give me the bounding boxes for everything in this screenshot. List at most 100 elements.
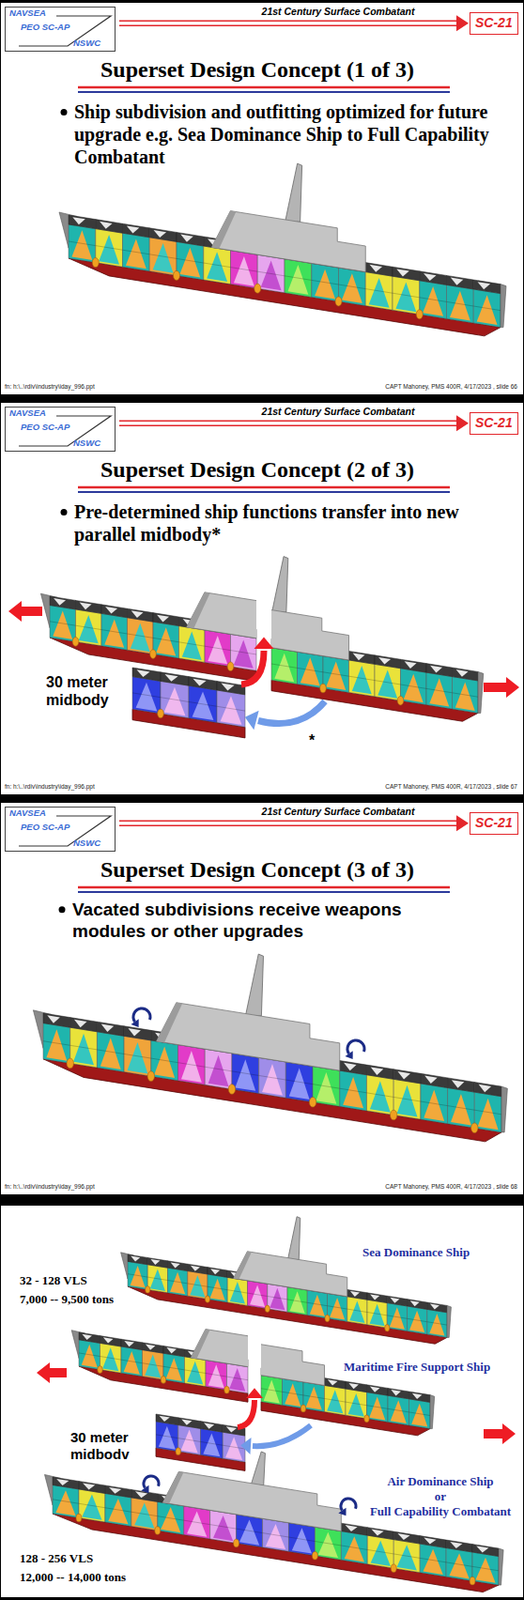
compartment <box>419 280 447 320</box>
deck-marking <box>170 1262 181 1268</box>
deck-marking <box>476 1545 489 1553</box>
compartment-module <box>98 234 120 265</box>
compartment-module <box>292 1527 312 1554</box>
superstructure <box>156 1002 340 1071</box>
ship-name: or <box>365 1489 516 1505</box>
mast <box>245 954 263 1017</box>
compartment <box>153 621 180 659</box>
compartment-module <box>300 657 321 686</box>
deck-marking <box>56 1479 69 1486</box>
deck-level <box>163 1366 185 1371</box>
deck-strip <box>386 1295 407 1307</box>
ship-name: Full Capability Combatant <box>365 1504 516 1520</box>
deck-strip <box>446 1540 473 1553</box>
compartment-module <box>239 1519 260 1545</box>
appendage <box>308 1096 316 1108</box>
appendage <box>204 1295 210 1303</box>
deck-strip <box>101 604 128 618</box>
deck-level <box>204 1066 232 1072</box>
compartment-module <box>422 286 444 317</box>
deck-level <box>392 292 420 298</box>
bullet-text: Pre-determined ship functions transfer i… <box>74 500 507 546</box>
deck-strip <box>367 1293 387 1304</box>
compartment-module <box>411 1403 428 1428</box>
compartment-module <box>477 1098 499 1131</box>
deck-level <box>407 1318 428 1322</box>
compartment <box>231 1053 260 1095</box>
compartment-module <box>181 1430 199 1454</box>
deck-level <box>345 1402 368 1406</box>
compartment <box>95 229 124 268</box>
deck-level <box>284 276 312 281</box>
appendage <box>264 1305 270 1312</box>
compartment <box>312 1066 340 1108</box>
deck-level <box>178 1063 206 1068</box>
deck-marking <box>82 1482 95 1490</box>
deck-strip <box>70 1017 98 1033</box>
compartment-module <box>130 1265 146 1288</box>
spec-text: 7,000 -- 9,500 tons <box>19 1292 114 1308</box>
deck-strip <box>409 1391 432 1403</box>
footer-text: CAPT Mahoney, PMS 400R, 4/17/2023 , slid… <box>282 383 518 391</box>
deck-marking <box>221 683 235 692</box>
deck-strip <box>452 667 479 681</box>
compartment-module <box>230 1281 246 1304</box>
compartment <box>231 633 258 671</box>
deck-strip <box>340 1523 368 1536</box>
deck-strip <box>95 219 124 234</box>
deck-marking <box>343 1063 356 1071</box>
footer-text: fn: h:\..\rdiv\industry\iday_996.ppt <box>4 1183 95 1191</box>
footer-text: fn: h:\..\rdiv\industry\iday_996.ppt <box>4 783 95 791</box>
deck-strip <box>132 667 161 681</box>
compartment <box>297 651 324 689</box>
ship-section <box>32 954 508 1142</box>
appendage <box>145 1286 151 1294</box>
appendage <box>147 1071 155 1082</box>
deck-marking <box>154 230 168 238</box>
compartment-module <box>397 1085 418 1118</box>
compartment-module <box>186 1510 207 1537</box>
compartment-module <box>274 653 294 682</box>
compartment-module <box>130 623 151 652</box>
logo-box: NAVSEAPEO SC-APNSWC <box>4 406 116 452</box>
deck-level <box>367 1549 394 1554</box>
compartment <box>349 660 376 697</box>
compartment <box>303 1382 325 1413</box>
deck-marking <box>105 606 118 615</box>
compartment <box>347 1296 368 1326</box>
compartment <box>123 232 151 272</box>
appendage <box>300 1404 306 1413</box>
compartment <box>327 1293 348 1322</box>
compartment <box>184 1506 211 1540</box>
arrow-head <box>140 1485 149 1495</box>
compartment <box>127 617 155 655</box>
deck-marking <box>150 1259 160 1265</box>
compartment <box>409 1399 432 1430</box>
compartment <box>420 1083 448 1125</box>
superstructure-group <box>190 1329 248 1378</box>
compartment <box>142 1350 165 1381</box>
deck-strip <box>367 1527 394 1541</box>
deck-strip <box>324 1378 347 1389</box>
ship-name: Sea Dominance Ship <box>362 1245 470 1261</box>
lower-hull <box>127 1286 447 1344</box>
deck-level <box>131 1511 158 1516</box>
deck-level <box>96 1049 124 1055</box>
deck-strip <box>163 1345 185 1357</box>
compartment <box>127 1261 148 1290</box>
ship-section <box>203 1338 434 1436</box>
spec-text: 128 - 256 VLS <box>19 1551 93 1567</box>
appendage <box>154 1526 161 1536</box>
compartment <box>155 1421 179 1452</box>
compartment-module <box>155 627 176 656</box>
deck-level <box>123 1053 152 1059</box>
compartment-module <box>46 1029 67 1062</box>
compartment <box>184 1356 207 1388</box>
deck-strip <box>168 1261 188 1272</box>
compartment <box>367 1535 394 1569</box>
appendage <box>320 683 327 694</box>
header-rule <box>119 424 458 427</box>
deck-level <box>95 246 124 251</box>
appendage <box>397 695 404 706</box>
compartment <box>216 690 246 727</box>
